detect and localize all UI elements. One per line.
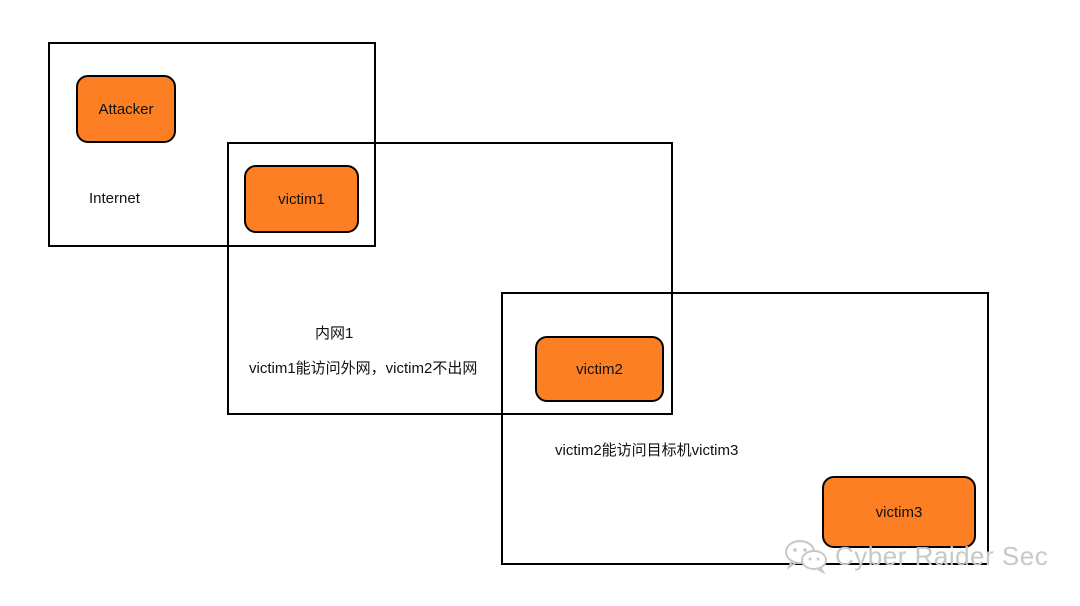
victim1-node: victim1 — [244, 165, 359, 233]
watermark-text: Cyber Raider Sec — [835, 540, 1049, 571]
intranet1-zone — [227, 142, 673, 415]
internet-zone — [48, 42, 376, 247]
intranet2-note: victim2能访问目标机victim3 — [555, 442, 739, 459]
intranet1-label: 内网1 — [315, 325, 354, 342]
watermark: Cyber Raider Sec — [783, 538, 1048, 574]
wechat-icon — [785, 540, 827, 574]
victim2-node: victim2 — [535, 336, 664, 402]
intranet2-zone — [501, 292, 989, 565]
intranet1-note: victim1能访问外网，victim2不出网 — [249, 360, 478, 377]
internet-label: Internet — [89, 190, 140, 207]
victim3-node: victim3 — [822, 476, 976, 548]
attacker-node: Attacker — [76, 75, 176, 143]
